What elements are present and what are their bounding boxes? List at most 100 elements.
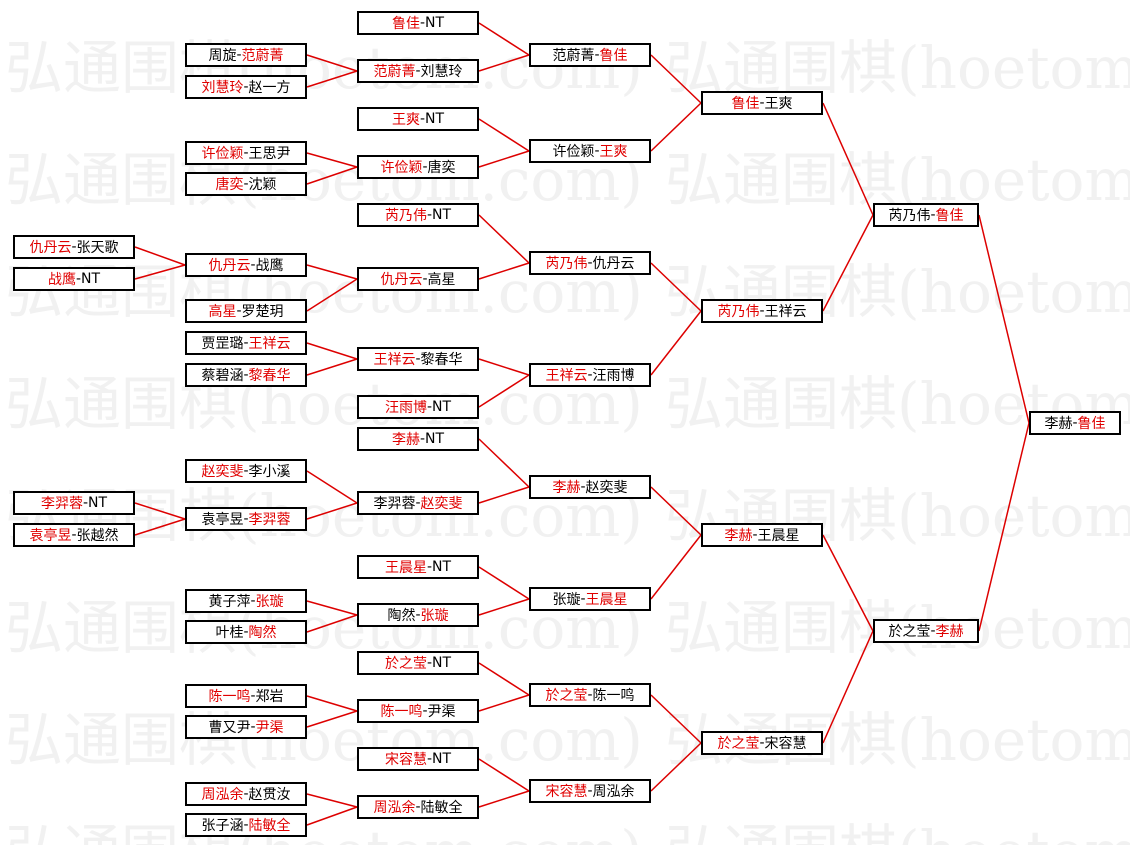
match-box-r5-1: 芮乃伟-鲁佳 xyxy=(873,203,979,227)
separator: - xyxy=(759,303,765,319)
player-name: 张璇 xyxy=(255,594,284,610)
player-name: 於之莹 xyxy=(545,688,588,704)
player-name: NT xyxy=(432,751,452,767)
player-name: 周旋 xyxy=(208,48,237,64)
player-name: 王爽 xyxy=(599,144,628,160)
match-box-r4-4: 於之莹-宋容慧 xyxy=(701,731,823,755)
match-box-r3-5: 李赫-赵奕斐 xyxy=(529,475,651,499)
player-name: 高星 xyxy=(427,272,456,288)
player-name: 陈一鸣 xyxy=(380,704,423,720)
player-name: 蔡碧涵 xyxy=(201,368,244,384)
separator: - xyxy=(426,399,433,415)
player-name: 李赫 xyxy=(935,624,964,640)
watermark-text: 弘通围棋(hoetom.com) xyxy=(665,34,1130,102)
player-name: 张天歌 xyxy=(76,240,119,256)
player-name: 李羿蓉 xyxy=(248,512,291,528)
player-name: 许俭颖 xyxy=(552,144,595,160)
connector-line xyxy=(478,150,530,168)
player-name: 尹渠 xyxy=(255,720,284,736)
connector-line xyxy=(478,486,530,504)
match-box-r2-14: 陶然-张璇 xyxy=(357,603,479,627)
player-name: 陶然 xyxy=(387,608,416,624)
separator: - xyxy=(1072,415,1078,431)
connector-line xyxy=(478,54,530,72)
connector-line xyxy=(650,694,702,744)
separator: - xyxy=(752,527,758,543)
match-box-r2-17: 宋容慧-NT xyxy=(357,747,479,771)
connector-line xyxy=(478,262,530,280)
match-box-r1-5: 仇丹云-张天歌 xyxy=(13,235,135,259)
match-box-r2-2: 范蔚菁-刘慧玲 xyxy=(357,59,479,83)
connector-line xyxy=(478,566,530,600)
watermark-text: 弘通围棋(hoetom.com) xyxy=(665,146,1130,214)
match-box-r3-6: 张璇-王晨星 xyxy=(529,587,651,611)
connector-line xyxy=(306,793,358,808)
player-name: 赵奕斐 xyxy=(585,480,628,496)
player-name: 黎春华 xyxy=(248,368,291,384)
player-name: 王晨星 xyxy=(585,592,628,608)
player-name: 李赫 xyxy=(724,528,753,544)
match-box-r1-10: 赵奕斐-李小溪 xyxy=(185,459,307,483)
player-name: 李赫 xyxy=(552,480,581,496)
match-box-r4-1: 鲁佳-王爽 xyxy=(701,91,823,115)
player-name: 高星 xyxy=(208,304,237,320)
connector-line xyxy=(478,758,530,792)
player-name: 贾罡璐 xyxy=(201,336,244,352)
connector-line xyxy=(306,502,358,520)
connector-line xyxy=(650,486,702,536)
match-box-r4-2: 芮乃伟-王祥云 xyxy=(701,299,823,323)
separator: - xyxy=(594,47,600,63)
player-name: NT xyxy=(425,431,445,447)
separator: - xyxy=(759,95,765,111)
connector-line xyxy=(822,214,874,312)
player-name: 汪雨博 xyxy=(592,368,635,384)
connector-line xyxy=(822,102,874,216)
connector-line xyxy=(306,264,358,280)
player-name: NT xyxy=(432,559,452,575)
player-name: 芮乃伟 xyxy=(717,304,760,320)
separator: - xyxy=(71,527,77,543)
player-name: 李赫 xyxy=(1044,416,1073,432)
player-name: 王爽 xyxy=(764,96,793,112)
player-name: 王晨星 xyxy=(757,528,800,544)
separator: - xyxy=(250,688,256,704)
match-box-r2-9: 汪雨博-NT xyxy=(357,395,479,419)
match-box-r1-6: 战鹰-NT xyxy=(13,267,135,291)
player-name: 宋容慧 xyxy=(384,752,427,768)
match-box-r2-8: 王祥云-黎春华 xyxy=(357,347,479,371)
player-name: 於之莹 xyxy=(888,624,931,640)
player-name: 张璇 xyxy=(552,592,581,608)
player-name: 陈一鸣 xyxy=(208,689,251,705)
match-box-r1-12: 袁亭昱-张越然 xyxy=(13,523,135,547)
separator: - xyxy=(82,495,89,511)
match-box-r1-7: 高星-罗楚玥 xyxy=(185,299,307,323)
separator: - xyxy=(422,271,428,287)
connector-line xyxy=(822,534,874,632)
player-name: 许俭颖 xyxy=(380,160,423,176)
connector-line xyxy=(478,358,530,376)
match-box-r2-4: 许俭颖-唐奕 xyxy=(357,155,479,179)
separator: - xyxy=(243,463,249,479)
separator: - xyxy=(419,111,426,127)
connector-line xyxy=(306,470,358,504)
match-box-r3-7: 於之莹-陈一鸣 xyxy=(529,683,651,707)
player-name: 范蔚菁 xyxy=(373,64,416,80)
match-box-r1-16: 曹又尹-尹渠 xyxy=(185,715,307,739)
player-name: 黄子萍 xyxy=(208,594,251,610)
player-name: 陈一鸣 xyxy=(592,688,635,704)
match-box-r1-18: 张子涵-陆敏全 xyxy=(185,813,307,837)
player-name: 李小溪 xyxy=(248,464,291,480)
separator: - xyxy=(587,687,593,703)
player-name: 宋容慧 xyxy=(764,736,807,752)
player-name: 赵贯汝 xyxy=(248,787,291,803)
player-name: NT xyxy=(425,111,445,127)
match-box-final: 李赫-鲁佳 xyxy=(1029,411,1121,435)
player-name: 刘慧玲 xyxy=(420,64,463,80)
connector-line xyxy=(306,342,358,360)
connector-line xyxy=(306,695,358,712)
match-box-r1-1: 周旋-范蔚菁 xyxy=(185,43,307,67)
separator: - xyxy=(419,15,426,31)
player-name: 陶然 xyxy=(248,625,277,641)
match-box-r2-15: 於之莹-NT xyxy=(357,651,479,675)
